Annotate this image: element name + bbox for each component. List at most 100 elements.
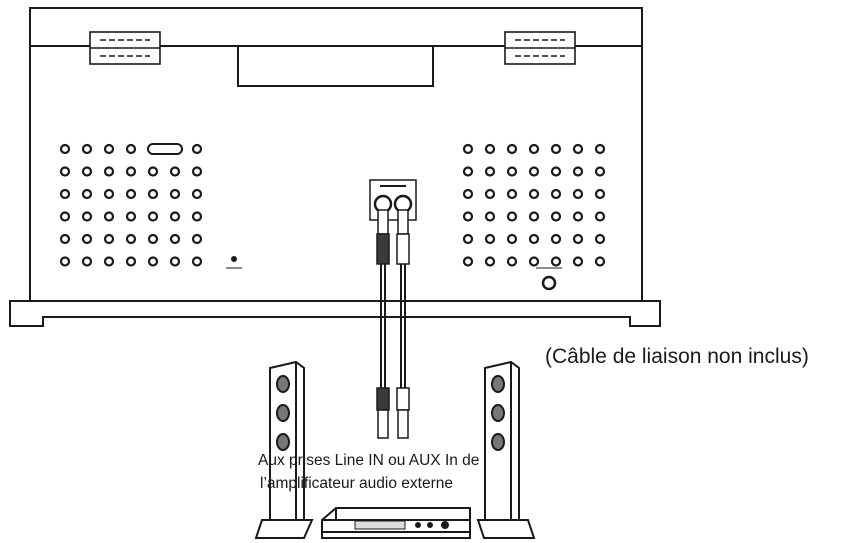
grille-hole bbox=[103, 256, 115, 267]
grille-hole bbox=[550, 166, 562, 177]
grille-hole bbox=[103, 188, 115, 200]
grille-hole bbox=[594, 233, 606, 245]
cable-not-included-note: (Câble de liaison non inclus) bbox=[545, 345, 809, 368]
grille-hole bbox=[594, 143, 606, 155]
grille-hole bbox=[484, 166, 496, 177]
hinge-icon bbox=[89, 31, 161, 65]
grille-hole bbox=[528, 188, 540, 200]
rca-plug-icon bbox=[376, 209, 410, 265]
grille-hole bbox=[506, 166, 518, 177]
grille-hole bbox=[169, 211, 181, 222]
lid-handle bbox=[237, 46, 434, 87]
turntable-body bbox=[29, 45, 643, 302]
grille-hole bbox=[506, 211, 518, 222]
grille-slot bbox=[147, 143, 183, 155]
grille-hole bbox=[125, 143, 137, 155]
audio-cable bbox=[380, 264, 406, 388]
grille-hole bbox=[147, 188, 159, 200]
grille-hole bbox=[528, 143, 540, 155]
grille-hole bbox=[528, 233, 540, 245]
grille-hole bbox=[147, 233, 159, 245]
grille-hole bbox=[594, 211, 606, 222]
grille-hole bbox=[572, 166, 584, 177]
grille-hole bbox=[59, 211, 71, 222]
grille-hole bbox=[59, 233, 71, 245]
grille-hole bbox=[594, 166, 606, 177]
grille-hole bbox=[506, 233, 518, 245]
grille-hole bbox=[550, 211, 562, 222]
grille-hole bbox=[506, 256, 518, 267]
speaker-icon bbox=[254, 360, 314, 539]
grille-hole bbox=[484, 256, 496, 267]
grille-hole bbox=[103, 211, 115, 222]
grille-hole bbox=[191, 143, 203, 155]
grille-hole bbox=[147, 211, 159, 222]
grille-hole bbox=[550, 188, 562, 200]
rca-plug-icon bbox=[376, 387, 410, 439]
grille-hole bbox=[550, 233, 562, 245]
amplifier-caption-line1: Aux prises Line IN ou AUX In de bbox=[258, 452, 480, 469]
grille-hole bbox=[594, 188, 606, 200]
grille-hole bbox=[484, 188, 496, 200]
hinge-icon bbox=[504, 31, 576, 65]
line-out-jack-panel bbox=[369, 179, 417, 221]
grille-hole bbox=[506, 143, 518, 155]
grille-hole bbox=[59, 166, 71, 177]
grille-hole bbox=[125, 256, 137, 267]
grille-hole bbox=[59, 256, 71, 267]
grille-hole bbox=[169, 188, 181, 200]
grille-hole bbox=[484, 211, 496, 222]
grille-hole bbox=[462, 233, 474, 245]
grille-hole bbox=[191, 166, 203, 177]
speaker-icon bbox=[476, 360, 536, 539]
grille-hole bbox=[59, 188, 71, 200]
grille-hole bbox=[572, 143, 584, 155]
grille-hole bbox=[169, 256, 181, 267]
grille-hole bbox=[147, 166, 159, 177]
grille-hole bbox=[125, 211, 137, 222]
grille-hole bbox=[81, 166, 93, 177]
turntable-base bbox=[9, 300, 661, 327]
grille-hole bbox=[191, 233, 203, 245]
grille-hole bbox=[147, 256, 159, 267]
left-speaker-grille bbox=[59, 143, 203, 267]
grille-hole bbox=[103, 166, 115, 177]
grille-hole bbox=[81, 233, 93, 245]
grille-hole bbox=[462, 143, 474, 155]
small-port-icon bbox=[226, 256, 242, 269]
grille-hole bbox=[528, 256, 540, 267]
grille-hole bbox=[81, 188, 93, 200]
grille-hole bbox=[528, 211, 540, 222]
grille-hole bbox=[484, 143, 496, 155]
grille-hole bbox=[550, 256, 562, 267]
grille-hole bbox=[125, 188, 137, 200]
grille-hole bbox=[572, 256, 584, 267]
grille-hole bbox=[506, 188, 518, 200]
grille-hole bbox=[169, 166, 181, 177]
grille-hole bbox=[462, 211, 474, 222]
grille-hole bbox=[462, 166, 474, 177]
grille-hole bbox=[572, 188, 584, 200]
grille-hole bbox=[103, 143, 115, 155]
grille-hole bbox=[125, 166, 137, 177]
grille-hole bbox=[572, 233, 584, 245]
grille-hole bbox=[81, 256, 93, 267]
grille-hole bbox=[191, 211, 203, 222]
grille-hole bbox=[169, 233, 181, 245]
grille-hole bbox=[462, 256, 474, 267]
ac-socket-icon bbox=[536, 267, 562, 291]
grille-hole bbox=[191, 188, 203, 200]
grille-hole bbox=[81, 143, 93, 155]
grille-hole bbox=[594, 256, 606, 267]
grille-hole bbox=[59, 143, 71, 155]
amplifier-caption-line2: l’amplificateur audio externe bbox=[260, 475, 453, 492]
grille-hole bbox=[572, 211, 584, 222]
grille-hole bbox=[81, 211, 93, 222]
grille-hole bbox=[528, 166, 540, 177]
grille-hole bbox=[191, 256, 203, 267]
grille-hole bbox=[103, 233, 115, 245]
grille-hole bbox=[550, 143, 562, 155]
grille-hole bbox=[125, 233, 137, 245]
amplifier-icon bbox=[321, 507, 471, 539]
